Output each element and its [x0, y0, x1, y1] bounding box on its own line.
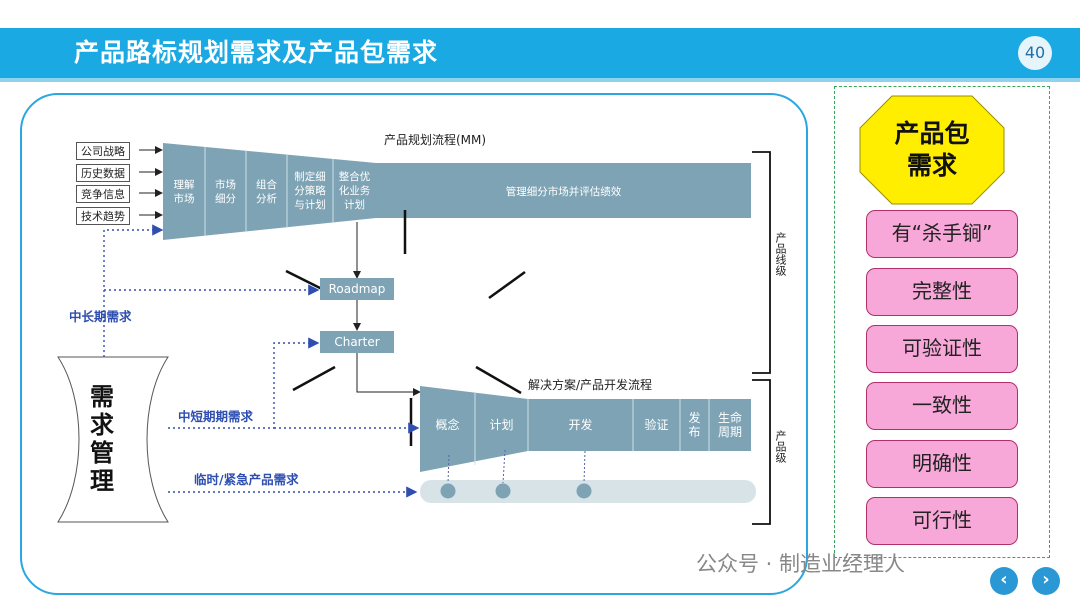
mm-step-understand-market: 理解 市场 [173, 179, 195, 205]
input-history-data: 历史数据 [76, 164, 130, 182]
label-short-term-demand: 中短期期需求 [178, 409, 254, 424]
package-title: 产品包 需求 [860, 96, 1004, 204]
label-product-level: 产品级 [774, 430, 787, 463]
mm-flow-title: 产品规划流程(MM) [384, 133, 487, 147]
dev-step-release: 发 布 [688, 411, 701, 439]
watermark: 公众号 · 制造业经理人 [696, 552, 906, 576]
page-title: 产品路标规划需求及产品包需求 [74, 38, 439, 67]
package-item-killer-feature: 有“杀手锏” [866, 210, 1018, 258]
mm-step-portfolio-analysis: 组合 分析 [256, 179, 277, 205]
input-competition-info: 竞争信息 [76, 185, 130, 203]
dev-step-lifecycle: 生命 周期 [717, 411, 742, 439]
label-product-line-level: 产品线级 [774, 232, 787, 276]
package-octagon [859, 95, 1005, 205]
mm-step-integrate-plan: 整合优 化业务 计划 [338, 171, 371, 211]
label-long-term-demand: 中长期需求 [69, 309, 132, 324]
package-item-consistency: 一致性 [866, 382, 1018, 430]
input-company-strategy: 公司战略 [76, 142, 130, 160]
dev-step-verify: 验证 [644, 418, 669, 432]
package-title-line2: 需求 [906, 151, 957, 180]
package-requirements-panel [834, 86, 1050, 558]
mm-step-segment-market: 市场 细分 [215, 179, 236, 205]
demand-mgmt-char-3: 管 [90, 439, 114, 467]
demand-mgmt-char-4: 理 [90, 467, 114, 495]
header-underline [0, 78, 1080, 82]
demand-mgmt-char-1: 需 [90, 383, 114, 411]
dev-step-develop: 开发 [568, 418, 593, 432]
charter-box: Charter [320, 331, 394, 353]
dev-flow-title: 解决方案/产品开发流程 [528, 378, 653, 392]
mm-funnel [163, 143, 376, 240]
package-item-clarity: 明确性 [866, 440, 1018, 488]
next-page-icon[interactable]: › [1032, 567, 1060, 595]
mm-tail-label: 管理细分市场并评估绩效 [505, 186, 622, 198]
dev-step-concept: 概念 [435, 418, 460, 432]
demand-hourglass [57, 356, 169, 523]
dev-funnel [420, 386, 751, 472]
dev-step-plan: 计划 [489, 418, 514, 432]
title-bar [0, 28, 1080, 78]
package-item-feasibility: 可行性 [866, 497, 1018, 545]
diagram-frame [20, 93, 808, 595]
mm-step-strategy-plan: 制定细 分策略 与计划 [294, 171, 326, 211]
roadmap-box: Roadmap [320, 278, 394, 300]
demand-mgmt-char-2: 求 [90, 411, 114, 439]
package-item-completeness: 完整性 [866, 268, 1018, 316]
label-urgent-demand: 临时/紧急产品需求 [194, 472, 299, 487]
input-tech-trend: 技术趋势 [76, 207, 130, 225]
package-item-verifiability: 可验证性 [866, 325, 1018, 373]
mm-tail-bar [376, 163, 751, 218]
prev-page-icon[interactable]: ‹ [990, 567, 1018, 595]
package-title-line1: 产品包 [894, 119, 970, 148]
page-number: 40 [1018, 36, 1052, 70]
